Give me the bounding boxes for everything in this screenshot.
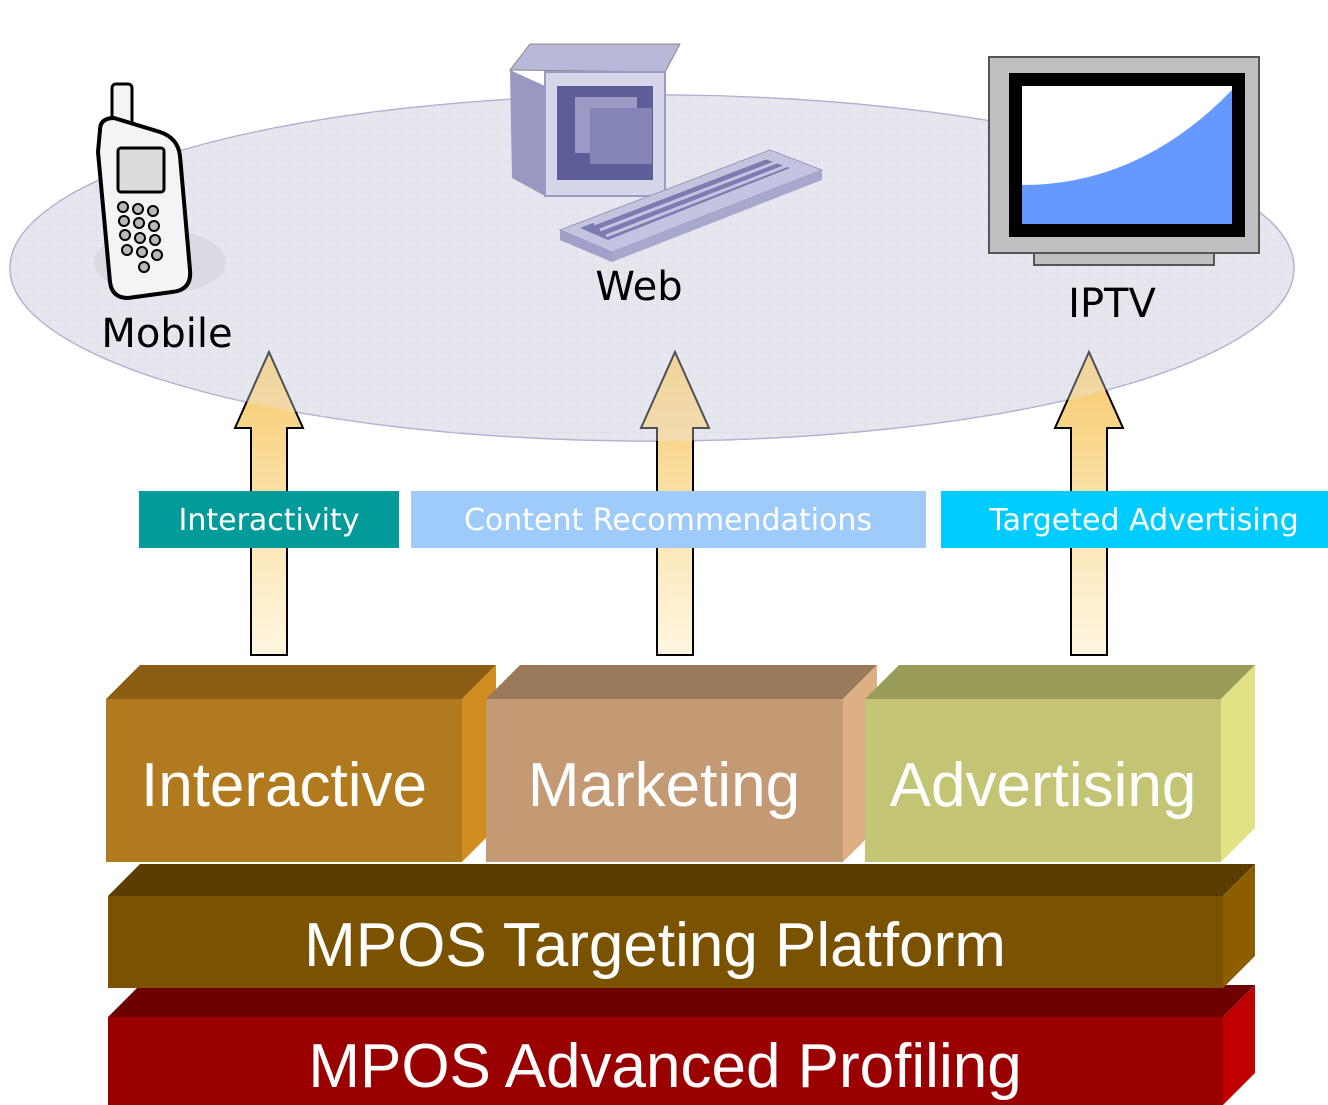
desktop-computer-icon — [508, 43, 824, 262]
platform-block: MPOS Targeting Platform — [108, 864, 1255, 988]
service-interactivity: Interactivity — [139, 491, 399, 548]
television-icon — [988, 56, 1260, 266]
web-label: Web — [595, 264, 682, 310]
advertising-block: Advertising — [865, 665, 1255, 862]
platform-label: MPOS Targeting Platform — [304, 911, 1006, 980]
advertising-label: Advertising — [890, 751, 1197, 820]
mobile-label: Mobile — [101, 311, 232, 357]
mobile-phone-icon — [94, 82, 226, 301]
service-targeted-advertising: Targeted Advertising — [941, 491, 1328, 548]
service-content-recommendations: Content Recommendations — [411, 491, 926, 548]
device-ellipse — [9, 94, 1295, 442]
iptv-label: IPTV — [1068, 281, 1156, 327]
service-interactivity-label: Interactivity — [179, 503, 360, 538]
service-targeted-advertising-label: Targeted Advertising — [988, 503, 1299, 538]
profiling-label: MPOS Advanced Profiling — [308, 1032, 1021, 1101]
interactive-block: Interactive — [106, 665, 496, 862]
marketing-block: Marketing — [486, 665, 877, 862]
interactive-label: Interactive — [141, 751, 427, 820]
service-content-recommendations-label: Content Recommendations — [464, 503, 872, 538]
marketing-label: Marketing — [528, 751, 800, 820]
profiling-block: MPOS Advanced Profiling — [108, 985, 1255, 1105]
